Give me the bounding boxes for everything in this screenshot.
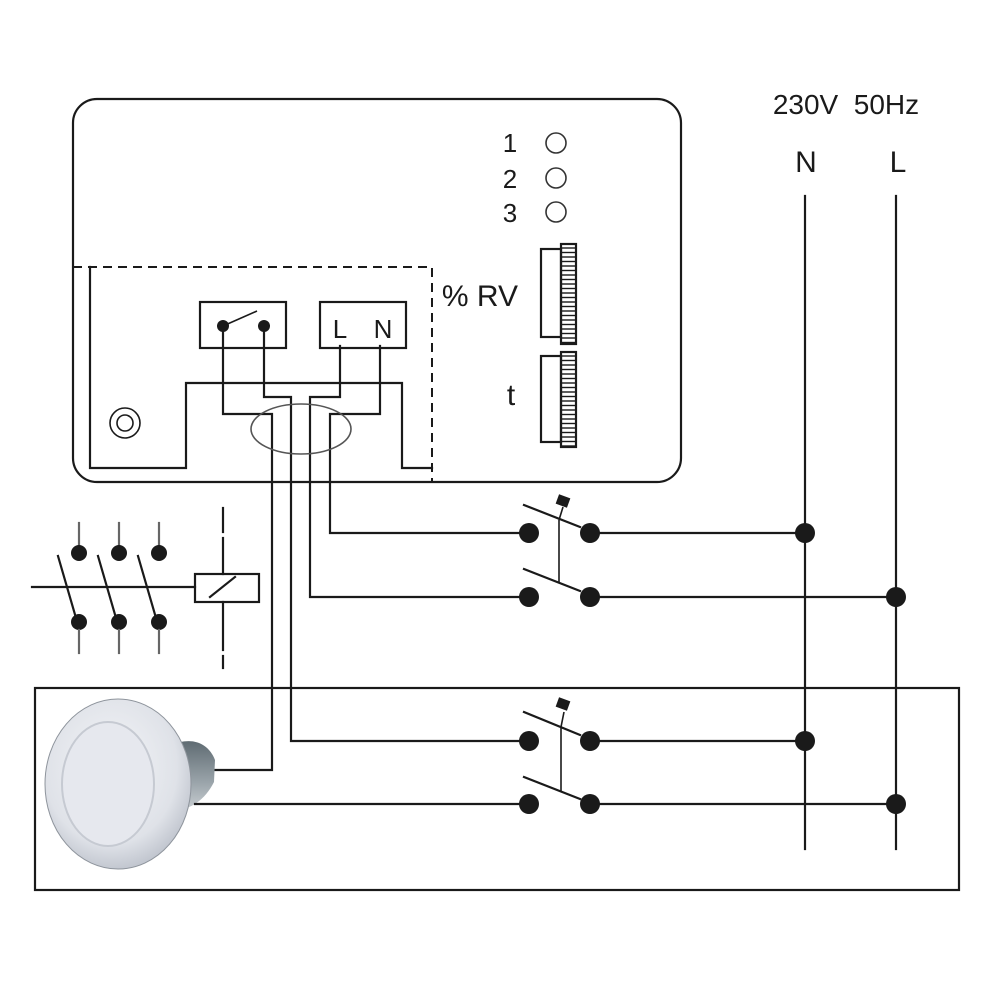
contactor-symbol — [30, 506, 261, 670]
indicator-leds: 1 2 3 — [503, 128, 567, 228]
neutral-label: N — [795, 146, 817, 179]
supply-voltage-label: 230V 50Hz — [773, 89, 919, 120]
wire-supply-neutral — [328, 344, 529, 535]
fan-enclosure — [33, 686, 961, 892]
lower-isolator-switch[interactable] — [519, 697, 906, 814]
indicator-1-led — [545, 132, 567, 154]
contactor-pole — [56, 554, 78, 620]
indicator-3-led — [545, 201, 567, 223]
power-terminal-block: L N — [318, 300, 408, 350]
wire-supply-line — [308, 344, 529, 599]
wire-fan-live — [213, 328, 274, 772]
enclosure-outline — [71, 97, 683, 484]
base-outline — [88, 265, 434, 470]
extractor-fan-icon — [44, 698, 215, 870]
relay-contact-terminal — [198, 300, 288, 350]
internal-wiring — [213, 328, 529, 772]
contactor-pole — [111, 545, 127, 561]
cable-gland — [250, 403, 352, 455]
relay-coil — [193, 572, 261, 604]
junction-dot — [795, 523, 815, 543]
humidity-knob-label: % RV — [442, 280, 518, 313]
line-label: L — [890, 146, 907, 179]
contactor-pole — [96, 554, 118, 620]
controller-enclosure: L N 1 2 3 % RV t — [71, 97, 683, 772]
contactor-pole — [71, 545, 87, 561]
terminal-label-n: N — [374, 314, 393, 344]
contactor-pole — [136, 554, 158, 620]
junction-dot — [886, 794, 906, 814]
junction-dot — [886, 587, 906, 607]
pcb-zone-dashed-outline — [73, 266, 433, 482]
indicator-1-label: 1 — [503, 128, 517, 158]
terminal-label-l: L — [333, 314, 347, 344]
timer-knob-label: t — [507, 379, 516, 412]
indicator-2-label: 2 — [503, 164, 517, 194]
wire-switch-return — [262, 328, 529, 743]
timer-knob[interactable]: t — [507, 350, 578, 449]
contactor-pole — [111, 614, 127, 630]
indicator-2-led — [545, 167, 567, 189]
supply-labels: 230V 50Hz N L — [773, 89, 919, 179]
indicator-3-label: 3 — [503, 198, 517, 228]
contactor-pole — [71, 614, 87, 630]
contactor-pole — [151, 545, 167, 561]
contactor-pole — [151, 614, 167, 630]
junction-dot — [795, 731, 815, 751]
mounting-screw-icon — [109, 407, 141, 439]
upper-isolator-switch[interactable] — [519, 494, 906, 607]
humidity-knob[interactable]: % RV — [442, 242, 578, 346]
